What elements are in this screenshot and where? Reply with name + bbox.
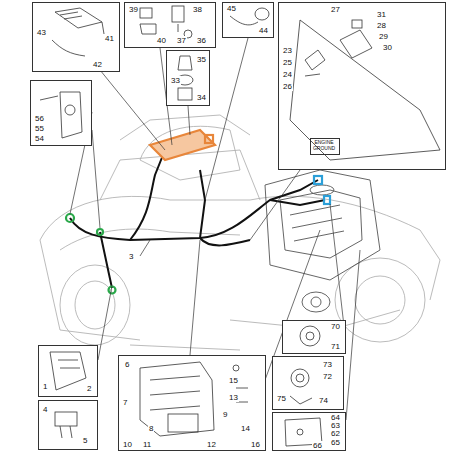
ground-label: ENGINE GROUND [311, 140, 337, 151]
callout-number: 72 [322, 372, 333, 381]
callout-number: 13 [228, 393, 239, 402]
callout-number: 44 [258, 26, 269, 35]
inset-box: 45 44 [222, 2, 274, 38]
callout-number: 36 [196, 36, 207, 45]
callout-number: 35 [196, 55, 207, 64]
callout-number: 42 [92, 60, 103, 69]
callout-number: 41 [104, 34, 115, 43]
callout-number: 29 [378, 32, 389, 41]
callout-number: 26 [282, 82, 293, 91]
callout-number: 62 [330, 429, 341, 438]
callout-number: 5 [82, 436, 88, 445]
callout-number: 30 [382, 43, 393, 52]
inset-box: 6463626566 [272, 412, 346, 451]
callout-number: 16 [250, 440, 261, 449]
inset-box: 12 [38, 345, 98, 397]
callout-number: 43 [36, 28, 47, 37]
callout-number: 12 [206, 440, 217, 449]
callout-number: 6 [124, 360, 130, 369]
callout-number: 9 [222, 410, 228, 419]
inset-box: ENGINE GROUND [310, 138, 340, 155]
inset-box: 565554 [30, 80, 92, 146]
callout-number: 66 [312, 441, 323, 450]
callout-number: 40 [156, 36, 167, 45]
inset-box: 6 7 8 15 139 14 10 11 12 16 [118, 355, 266, 451]
callout-number: 31 [376, 10, 387, 19]
callout-number: 7 [122, 398, 128, 407]
callout-number: 55 [34, 124, 45, 133]
callout-number: 39 [128, 5, 139, 14]
callout-number: 45 [226, 4, 237, 13]
callout-number: 37 [176, 36, 187, 45]
inset-box: 70 71 [282, 320, 346, 354]
callout-number: 74 [318, 396, 329, 405]
callout-number: 27 [330, 5, 341, 14]
callout-number: 10 [122, 440, 133, 449]
inset-box: 45 [38, 400, 98, 450]
inset-grounds [30, 2, 446, 451]
callout-number: 56 [34, 114, 45, 123]
callout-number: 23 [282, 46, 293, 55]
inset-part-sketches [40, 6, 440, 446]
callout-number: 15 [228, 376, 239, 385]
inset-box: 35 33 34 [166, 50, 210, 106]
callout-number: 28 [376, 21, 387, 30]
callout-number: 2 [86, 384, 92, 393]
callout-number: 73 [322, 360, 333, 369]
callout-number: 65 [330, 438, 341, 447]
inset-box: 39 40 38 37 36 [124, 2, 216, 48]
callout-number: 3 [128, 252, 134, 261]
engine-drawing [265, 170, 380, 312]
inset-box: 73 72 75 74 [272, 356, 344, 410]
callout-number: 11 [142, 440, 152, 449]
callout-number: 38 [192, 5, 203, 14]
callout-number: 75 [276, 394, 287, 403]
callout-number: 8 [148, 424, 154, 433]
inset-box: 43 41 42 [32, 2, 120, 72]
callout-number: 54 [34, 134, 45, 143]
callout-number: 33 [170, 76, 181, 85]
callout-number: 34 [196, 93, 207, 102]
inset-box: 27 31 28 29 30 23 25 24 26 [278, 2, 446, 170]
callout-number: 1 [42, 382, 48, 391]
callout-number: 14 [240, 424, 251, 433]
callout-number: 71 [330, 342, 341, 351]
callout-number: 70 [330, 322, 341, 331]
callout-number: 25 [282, 58, 293, 67]
callout-number: 24 [282, 70, 293, 79]
callout-number: 4 [42, 405, 48, 414]
